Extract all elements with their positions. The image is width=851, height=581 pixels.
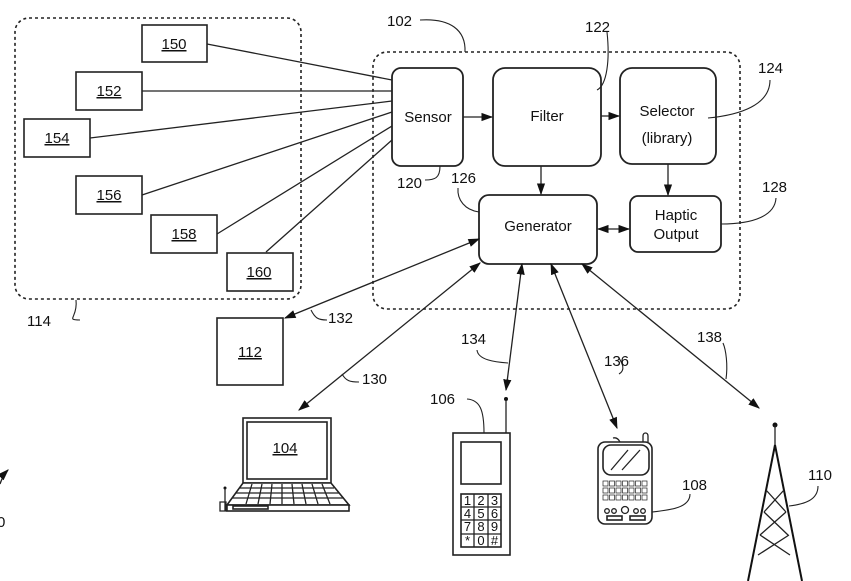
smartphone-key	[603, 481, 608, 486]
smartphone-key	[642, 495, 647, 500]
tower-110	[748, 423, 802, 581]
link-138	[582, 264, 759, 408]
figure-ref-partial: 0	[0, 514, 5, 531]
svg-text:152: 152	[96, 83, 121, 100]
svg-text:104: 104	[272, 440, 297, 457]
phone-106: 1 2 3 4 5 6 7 8 9 * 0 #	[453, 397, 510, 555]
link-138-ref: 138	[697, 329, 722, 346]
phone-leader	[467, 399, 484, 433]
smartphone-key	[623, 481, 628, 486]
phone-key-star: *	[465, 533, 470, 548]
smartphone-key	[623, 488, 628, 493]
svg-text:Haptic: Haptic	[655, 207, 698, 224]
phone-key-8: 8	[477, 519, 484, 534]
smartphone-key	[616, 481, 621, 486]
svg-text:Filter: Filter	[530, 108, 563, 125]
selector-ref: 124	[758, 60, 783, 77]
filter-ref: 122	[585, 19, 610, 36]
source-150: 150	[142, 25, 207, 62]
generator-block: Generator	[479, 195, 597, 264]
sensor-block: Sensor	[392, 68, 463, 166]
smartphone-key	[603, 495, 608, 500]
system-ref: 102	[387, 13, 412, 30]
source-line-150	[207, 44, 392, 80]
smartphone-key	[636, 488, 641, 493]
smartphone-key	[616, 488, 621, 493]
haptic-output-ref: 128	[762, 179, 787, 196]
smartphone-key	[629, 495, 634, 500]
link-134-ref: 134	[461, 331, 486, 348]
phone-key-0: 0	[477, 533, 484, 548]
sources-group-leader	[73, 300, 80, 320]
svg-text:158: 158	[171, 226, 196, 243]
sensor-ref: 120	[397, 175, 422, 192]
link-136-ref: 136	[604, 353, 629, 370]
phone-key-9: 9	[491, 519, 498, 534]
link-134	[506, 264, 522, 390]
smartphone-ref: 108	[682, 477, 707, 494]
selector-block: Selector (library)	[620, 68, 716, 164]
svg-text:Generator: Generator	[504, 218, 572, 235]
generator-leader	[458, 188, 479, 212]
system-leader	[420, 20, 465, 52]
source-156: 156	[76, 176, 142, 214]
filter-block: Filter	[493, 68, 601, 166]
smartphone-key	[616, 495, 621, 500]
svg-text:150: 150	[161, 36, 186, 53]
smartphone-key	[636, 495, 641, 500]
haptic-output-block: Haptic Output	[630, 196, 721, 252]
link-130-ref: 130	[362, 371, 387, 388]
svg-text:160: 160	[246, 264, 271, 281]
sources-group-ref: 114	[27, 313, 51, 330]
svg-text:Selector: Selector	[639, 103, 694, 120]
phone-key-7: 7	[464, 519, 471, 534]
smartphone-key	[642, 488, 647, 493]
smartphone-key	[636, 481, 641, 486]
source-160: 160	[227, 253, 293, 291]
device-112: 112	[217, 318, 283, 385]
figure-ref-arrow	[0, 470, 8, 484]
sensor-leader	[425, 166, 440, 180]
smartphone-key	[629, 488, 634, 493]
svg-text:154: 154	[44, 130, 69, 147]
svg-text:156: 156	[96, 187, 121, 204]
svg-text:Output: Output	[653, 226, 699, 243]
phone-ref: 106	[430, 391, 455, 408]
source-152: 152	[76, 72, 142, 110]
smartphone-108	[598, 433, 652, 524]
haptic-output-leader	[721, 198, 776, 224]
smartphone-key	[610, 488, 615, 493]
phone-key-hash: #	[491, 533, 499, 548]
smartphone-key	[629, 481, 634, 486]
tower-leader	[789, 486, 818, 506]
source-154: 154	[24, 119, 90, 157]
link-132	[285, 239, 479, 318]
selector-leader	[708, 80, 770, 118]
link-130	[299, 263, 480, 410]
svg-text:112: 112	[238, 344, 262, 361]
link-132-ref: 132	[328, 310, 353, 327]
smartphone-key	[603, 488, 608, 493]
smartphone-leader	[652, 494, 690, 512]
svg-text:Sensor: Sensor	[404, 109, 452, 126]
source-158: 158	[151, 215, 217, 253]
smartphone-key	[623, 495, 628, 500]
smartphone-key	[610, 481, 615, 486]
source-line-156	[142, 112, 392, 195]
tower-ref: 110	[808, 467, 832, 484]
laptop-104: 104	[220, 418, 349, 511]
smartphone-key	[610, 495, 615, 500]
smartphone-keypad	[603, 481, 647, 500]
generator-ref: 126	[451, 170, 476, 187]
svg-text:(library): (library)	[642, 130, 693, 147]
smartphone-key	[642, 481, 647, 486]
link-136	[551, 264, 617, 428]
